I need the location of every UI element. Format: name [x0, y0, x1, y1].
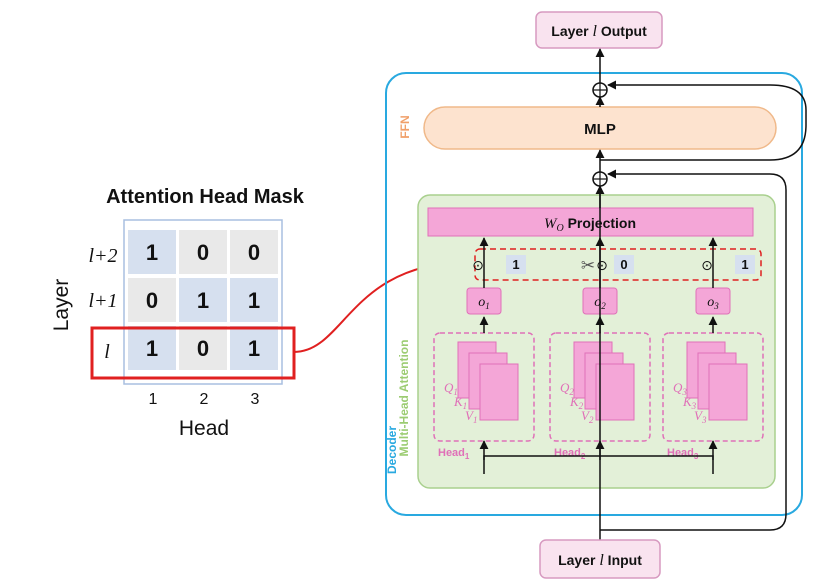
column-label-3: 3: [251, 391, 260, 408]
head-output-label: o1: [478, 295, 490, 311]
k-label: K2: [569, 394, 584, 411]
projection-symbol: W: [544, 216, 558, 232]
layer-input-label: Layer l Input: [558, 552, 642, 569]
hadamard-icon: ⊙: [596, 257, 608, 273]
mask-cell: [128, 326, 176, 370]
q-label: Q2: [560, 380, 574, 397]
decoder-block: Decoder FFN MLP Multi-Head Attention WO …: [385, 72, 803, 570]
hadamard-icon: ⊙: [701, 257, 713, 273]
layer-input-node: Layer l Input: [539, 539, 661, 579]
mask-cell-value: 0: [248, 240, 260, 265]
mask-value: 0: [620, 257, 627, 272]
y-axis-label: Layer: [50, 279, 73, 332]
mlp-label: MLP: [584, 121, 616, 138]
mask-value: 1: [741, 257, 748, 272]
scissors-icon: ✂: [581, 256, 595, 275]
layer-output-box: [535, 11, 663, 49]
x-axis-label: Head: [179, 417, 229, 440]
q-label: Q3: [673, 380, 687, 397]
head-output-label: o2: [594, 295, 606, 311]
layer-output-node: Layer l Output: [535, 11, 663, 49]
head-output-label: o3: [707, 295, 719, 311]
layer-output-label: Layer l Output: [551, 23, 647, 40]
mask-cell: [128, 230, 176, 274]
v-label: V2: [581, 408, 594, 425]
mask-cell: [128, 278, 176, 322]
decoder-border: [385, 72, 803, 516]
mask-cell-value: 1: [197, 288, 209, 313]
mask-cell: [230, 278, 278, 322]
decoder-label: Decoder: [385, 426, 399, 474]
mask-cells: 1 0 0 0 1 1 1 0 1: [128, 230, 278, 370]
mask-value: 1: [512, 257, 519, 272]
row-label-l: l: [104, 341, 110, 363]
row-label-l-plus-2: l+2: [88, 245, 117, 267]
v-matrix: [708, 363, 748, 421]
mask-value-box: [735, 255, 755, 274]
mask-cell: [230, 230, 278, 274]
mask-cell: [179, 326, 227, 370]
mask-application-box: [474, 248, 762, 281]
v-label: V1: [465, 408, 477, 425]
layer-input-box: [539, 539, 661, 579]
q-label: Q1: [444, 380, 458, 397]
mask-cell-value: 0: [146, 288, 158, 313]
mask-value-box: [506, 255, 526, 274]
mask-title: Attention Head Mask: [106, 186, 305, 208]
mask-cell-value: 1: [146, 336, 158, 361]
hadamard-icon: ⊙: [472, 257, 484, 273]
v-matrix: [479, 363, 519, 421]
mask-cell-value: 1: [146, 240, 158, 265]
v-label: V3: [694, 408, 707, 425]
ffn-label: FFN: [398, 115, 412, 138]
mask-cell: [179, 278, 227, 322]
mask-cell-value: 1: [248, 336, 260, 361]
residual-path-ffn: [600, 80, 807, 161]
k-label: K3: [682, 394, 697, 411]
mask-cell-value: 0: [197, 336, 209, 361]
add-node-attention: [592, 171, 608, 187]
head-name: Head1: [438, 447, 470, 461]
mask-cell: [230, 326, 278, 370]
mask-cell: [179, 230, 227, 274]
column-label-2: 2: [200, 391, 209, 408]
input-fanout: [483, 455, 714, 474]
k-label: K1: [453, 394, 467, 411]
mha-label: Multi-Head Attention: [397, 340, 411, 457]
add-node-ffn: [592, 82, 608, 98]
column-label-1: 1: [149, 391, 158, 408]
projection-block: [427, 207, 754, 237]
v-matrix: [595, 363, 635, 421]
mask-value-box: [614, 255, 634, 274]
mask-cell-value: 1: [248, 288, 260, 313]
residual-path-attention: [600, 169, 787, 531]
row-label-l-plus-1: l+1: [88, 290, 117, 312]
mask-cell-value: 0: [197, 240, 209, 265]
projection-subscript: O: [556, 223, 563, 234]
